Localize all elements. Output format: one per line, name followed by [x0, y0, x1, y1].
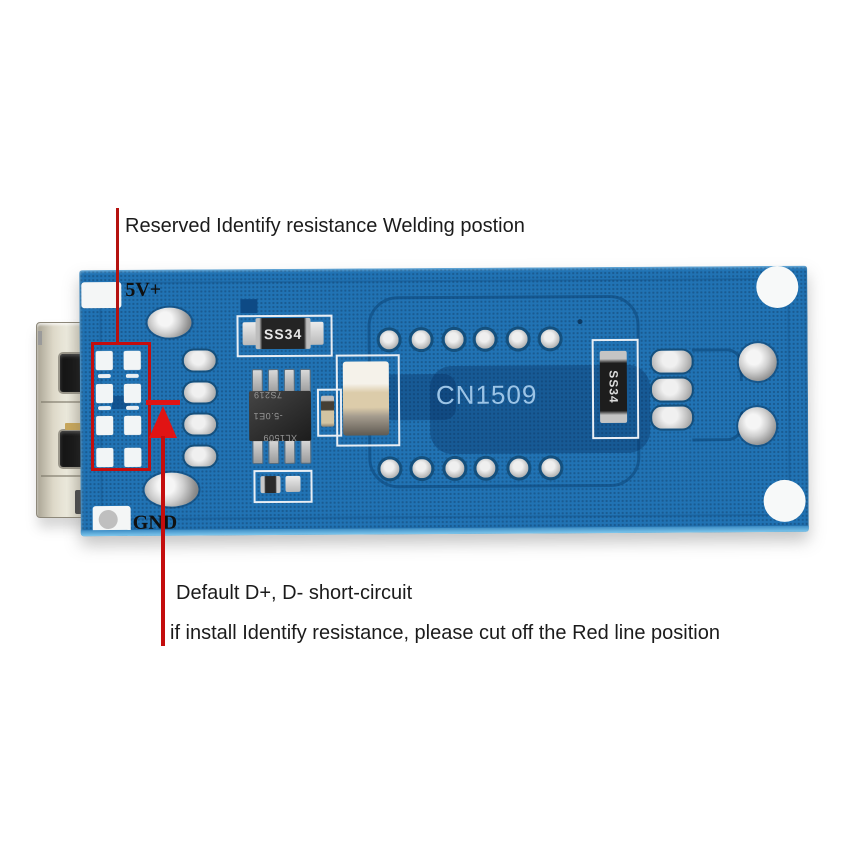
oval-pad	[181, 348, 218, 373]
output-pad-top	[738, 342, 777, 382]
oval-pad	[650, 404, 695, 431]
inductor-body	[342, 361, 390, 436]
callout-line-bottom	[161, 436, 165, 646]
usb-seam	[41, 401, 85, 403]
oval-pad	[182, 412, 219, 437]
dp-dm-resistor	[260, 476, 281, 494]
diode-pad	[308, 321, 324, 345]
diode-ss34-top: SS34	[255, 317, 311, 350]
diode-ss34-right-label: SS34	[606, 370, 621, 404]
ic-xl1509: XL1509 -5.0E1 7S219	[248, 389, 312, 443]
via-hole	[577, 319, 583, 325]
ic-line1: XL1509	[263, 432, 298, 444]
through-hole-pad	[408, 327, 434, 353]
through-hole-pad	[442, 455, 468, 482]
diode-ss34-right: SS34	[599, 350, 628, 424]
through-hole-pad	[441, 326, 467, 353]
oval-pad	[649, 348, 694, 375]
output-pad-bottom	[738, 406, 777, 446]
oval-pad	[182, 444, 219, 469]
silkscreen-5v-label: 5V+	[125, 278, 162, 301]
through-hole-pad	[506, 455, 532, 481]
ic-marking: XL1509 -5.0E1 7S219	[253, 389, 307, 443]
through-hole-pad	[409, 456, 435, 482]
pcb-board: 5V+ GND CN1509 SS34 XL1509 -5.	[79, 265, 809, 537]
dp-dm-empty-pad	[285, 475, 301, 492]
resistor-body	[320, 395, 335, 427]
copper-trace-arc-bottom	[692, 412, 744, 442]
cut-position-mark	[146, 400, 180, 405]
ic-line3: 7S219	[253, 389, 283, 400]
copper-trace-arc-top	[691, 348, 743, 382]
arrow-up-icon	[149, 406, 177, 438]
mount-hole-bottom-left	[98, 509, 118, 530]
label-cut-off-red-line: if install Identify resistance, please c…	[170, 622, 720, 644]
oval-pad	[649, 376, 695, 403]
callout-line-top	[116, 208, 119, 344]
usb-pin	[38, 331, 42, 345]
ic-line2: -5.0E1	[253, 411, 283, 422]
diode-ss34-top-label: SS34	[263, 325, 303, 342]
through-hole-pad	[505, 326, 531, 352]
highlight-rect-welding-pads	[91, 342, 151, 471]
usb-gold-contact	[65, 423, 89, 430]
through-hole-pad	[473, 455, 499, 481]
pcb-side-edge	[80, 525, 809, 537]
through-hole-pad	[538, 455, 564, 481]
oval-pad	[181, 380, 219, 405]
through-hole-pad	[377, 456, 403, 482]
mount-hole-bottom-right	[763, 479, 806, 523]
mount-hole-top-right	[756, 265, 799, 309]
solder-blob-bottom-left	[144, 472, 199, 507]
through-hole-pad	[472, 326, 498, 352]
via-rect	[240, 299, 258, 314]
label-default-short-circuit: Default D+, D- short-circuit	[176, 582, 413, 604]
usb-seam	[41, 475, 85, 477]
through-hole-pad	[537, 326, 563, 352]
label-reserved-resistance: Reserved Identify resistance Welding pos…	[125, 215, 525, 237]
solder-blob-top-left	[147, 307, 192, 338]
copper-part-number: CN1509	[435, 379, 538, 411]
through-hole-pad	[376, 327, 402, 353]
